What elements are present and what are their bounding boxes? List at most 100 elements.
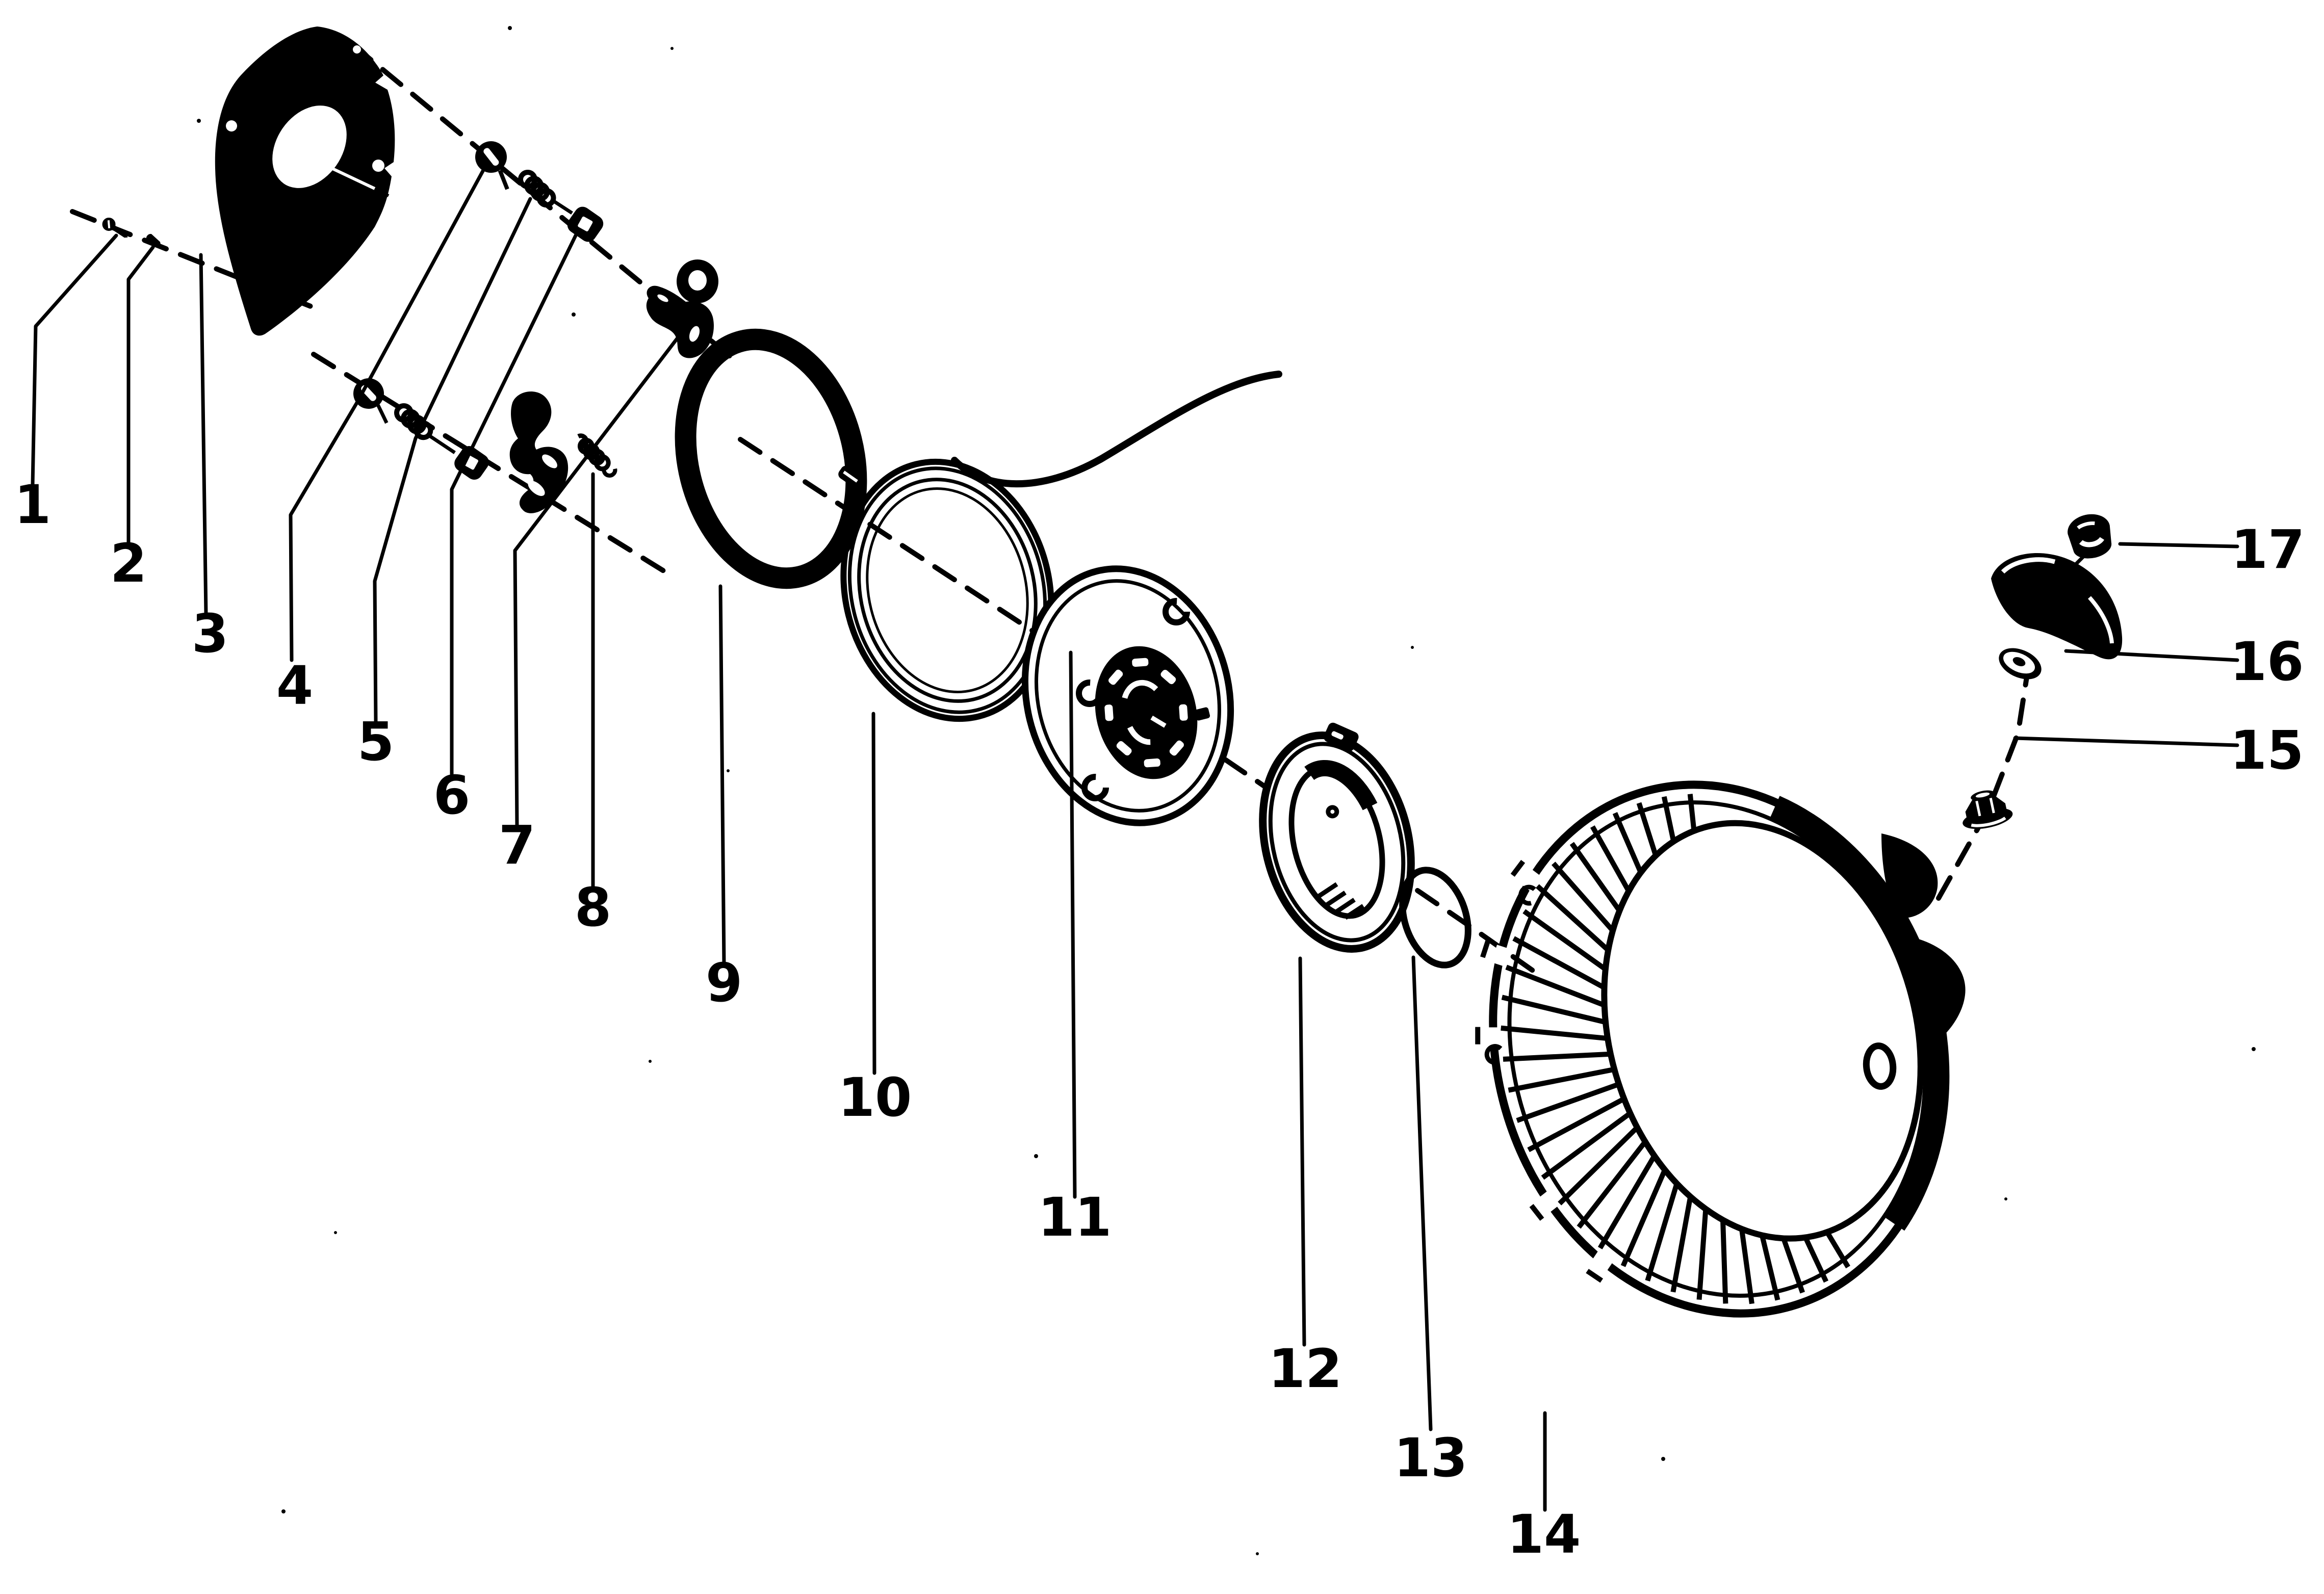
part-label-6: 6 <box>433 764 470 826</box>
spring-coil <box>593 454 611 472</box>
part-small-screw <box>102 217 128 238</box>
rope-tail <box>951 371 1282 488</box>
part-small-pin <box>146 233 161 246</box>
spring-coil <box>588 449 606 466</box>
part-starter-housing <box>1475 780 1966 1318</box>
spring-coil <box>400 409 420 429</box>
leader-line-16 <box>2064 649 2239 662</box>
plate-screw-hole <box>353 45 361 54</box>
spring-coil <box>394 403 414 423</box>
shoe-hatch <box>1316 882 1338 899</box>
axis-lower-pawl-row <box>311 352 668 574</box>
housing-dome <box>1601 820 1924 1242</box>
grip-rope-hole <box>2012 657 2026 667</box>
nut-facet <box>1975 800 1981 817</box>
shoe-ring-outline <box>1268 742 1406 943</box>
part-label-16: 16 <box>2230 631 2304 693</box>
housing-fin <box>1516 1076 1635 1123</box>
part-label-7: 7 <box>499 814 535 876</box>
shoe-rivet-hole <box>1330 809 1335 814</box>
spring-coil <box>536 188 556 208</box>
spring-coil <box>530 182 550 202</box>
rim-tab <box>1475 1027 1481 1044</box>
speckle <box>2252 1047 2256 1051</box>
upper-row-link <box>551 198 573 215</box>
rope-coil <box>866 487 1029 694</box>
part-upper-pawl-bolt <box>475 141 509 190</box>
shoe-hatch <box>1344 904 1365 920</box>
grip-cap-link <box>2059 555 2085 581</box>
screw-shaft <box>111 225 128 238</box>
part-starter-rope <box>838 371 1282 722</box>
rope-coil <box>840 458 1054 722</box>
housing-c-mark <box>1518 884 1536 906</box>
bolt-slot <box>483 148 499 166</box>
rim-tab <box>1510 859 1526 877</box>
hub-slot <box>1160 669 1176 685</box>
part-o-ring <box>1399 867 1471 969</box>
grip-body <box>1991 553 2123 660</box>
nut-flange-highlight <box>1971 817 2006 827</box>
pin-body <box>146 233 161 246</box>
speckle <box>572 312 576 317</box>
part-label-10: 10 <box>838 1066 912 1129</box>
pawl-eyelet-hole <box>688 270 707 291</box>
part-starter-grip <box>1991 553 2123 680</box>
pawl-body <box>509 391 569 513</box>
speckle <box>1034 1154 1038 1158</box>
lower-row-link <box>426 433 456 454</box>
leader-line-13 <box>1411 955 1433 1431</box>
part-label-14: 14 <box>1507 1503 1581 1565</box>
speckle <box>2004 1197 2007 1200</box>
part-label-5: 5 <box>357 711 394 773</box>
plate-scratch-tail <box>374 187 390 197</box>
part-upper-pawl <box>646 259 718 358</box>
hub-core-slot <box>1150 715 1167 728</box>
grip-highlight <box>2001 557 2056 574</box>
hub-slot <box>1104 704 1114 721</box>
nut-washer-top <box>1975 792 1990 798</box>
part-upper-pawl-retainer <box>567 206 604 242</box>
speckle <box>334 1231 337 1234</box>
leader-line-3 <box>199 253 208 616</box>
shoe-hatch <box>1325 891 1347 907</box>
part-label-15: 15 <box>2230 719 2304 781</box>
part-mounting-plate <box>215 27 395 336</box>
ferrule-slot <box>843 471 858 483</box>
hub-slots <box>1104 658 1188 768</box>
guide-highlight <box>2077 521 2095 530</box>
hub-tab <box>1194 707 1210 721</box>
speckle <box>727 769 730 772</box>
leader-line-2 <box>126 245 155 546</box>
pawl-slot <box>528 481 545 496</box>
housing-fin <box>1508 1063 1632 1093</box>
rim-tab <box>1480 939 1491 958</box>
hub-core-slot <box>1127 726 1151 745</box>
part-label-1: 1 <box>14 474 51 536</box>
hub-slot <box>1116 741 1132 756</box>
leader-line-15 <box>2013 736 2239 747</box>
part-starter-pawl <box>509 391 569 513</box>
speckle <box>197 119 201 123</box>
axis-handle <box>1936 674 2029 901</box>
spring-coil <box>524 176 544 196</box>
speckle <box>508 26 512 30</box>
pulley-hub <box>1095 646 1210 779</box>
rim-tab-gap <box>1486 1027 1500 1046</box>
part-flange-nut <box>1963 790 2013 829</box>
bolt-shaft <box>498 169 509 190</box>
leader-line-7 <box>513 332 683 829</box>
housing-right-edge <box>1770 796 1950 1231</box>
scan-speckles <box>197 26 2256 1555</box>
part-label-12: 12 <box>1269 1338 1342 1400</box>
leader-line-5 <box>373 197 532 723</box>
grip-highlight <box>2088 596 2114 644</box>
plate-scratch-line <box>318 161 376 190</box>
rim-tab-gap <box>1491 945 1510 966</box>
rope-coil <box>847 466 1047 714</box>
hub-core-slot <box>1122 680 1158 699</box>
leader-line-6 <box>450 232 578 776</box>
speckle <box>1661 1457 1665 1461</box>
